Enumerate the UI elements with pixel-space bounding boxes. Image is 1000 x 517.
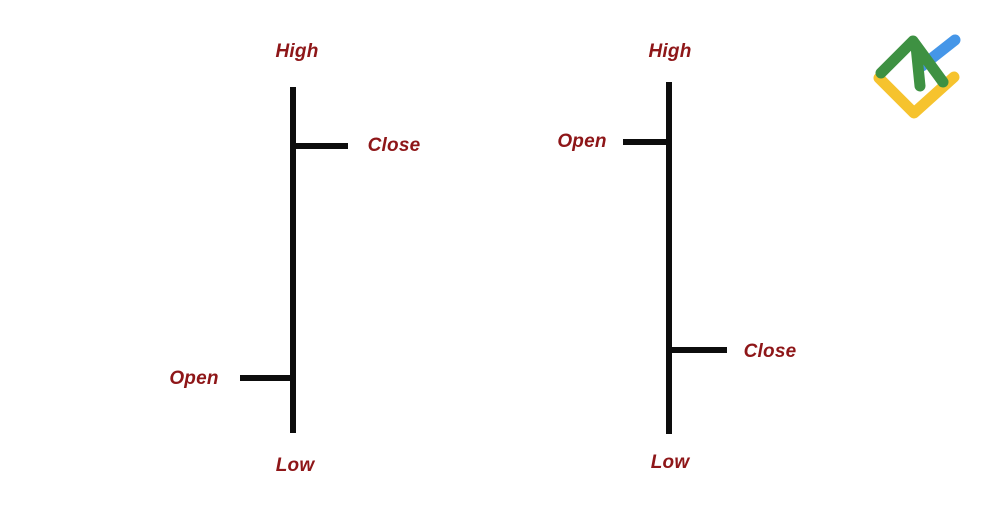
left-close-tick	[293, 143, 348, 149]
left-open-label: Open	[169, 368, 219, 389]
right-close-tick	[669, 347, 727, 353]
right-high-label: High	[648, 41, 692, 62]
right-open-tick	[623, 139, 672, 145]
left-close-label: Close	[367, 135, 421, 156]
left-low-label: Low	[275, 455, 315, 476]
right-close-label: Close	[743, 341, 797, 362]
liteforex-logo	[873, 34, 961, 119]
right-bar-vertical-line	[666, 82, 672, 434]
logo-green-zigzag	[875, 35, 949, 92]
right-low-label: Low	[650, 452, 690, 473]
logo-yellow-check	[873, 71, 960, 119]
left-bar-vertical-line	[290, 87, 296, 433]
left-open-tick	[240, 375, 296, 381]
right-open-label: Open	[557, 131, 607, 152]
left-high-label: High	[275, 41, 319, 62]
